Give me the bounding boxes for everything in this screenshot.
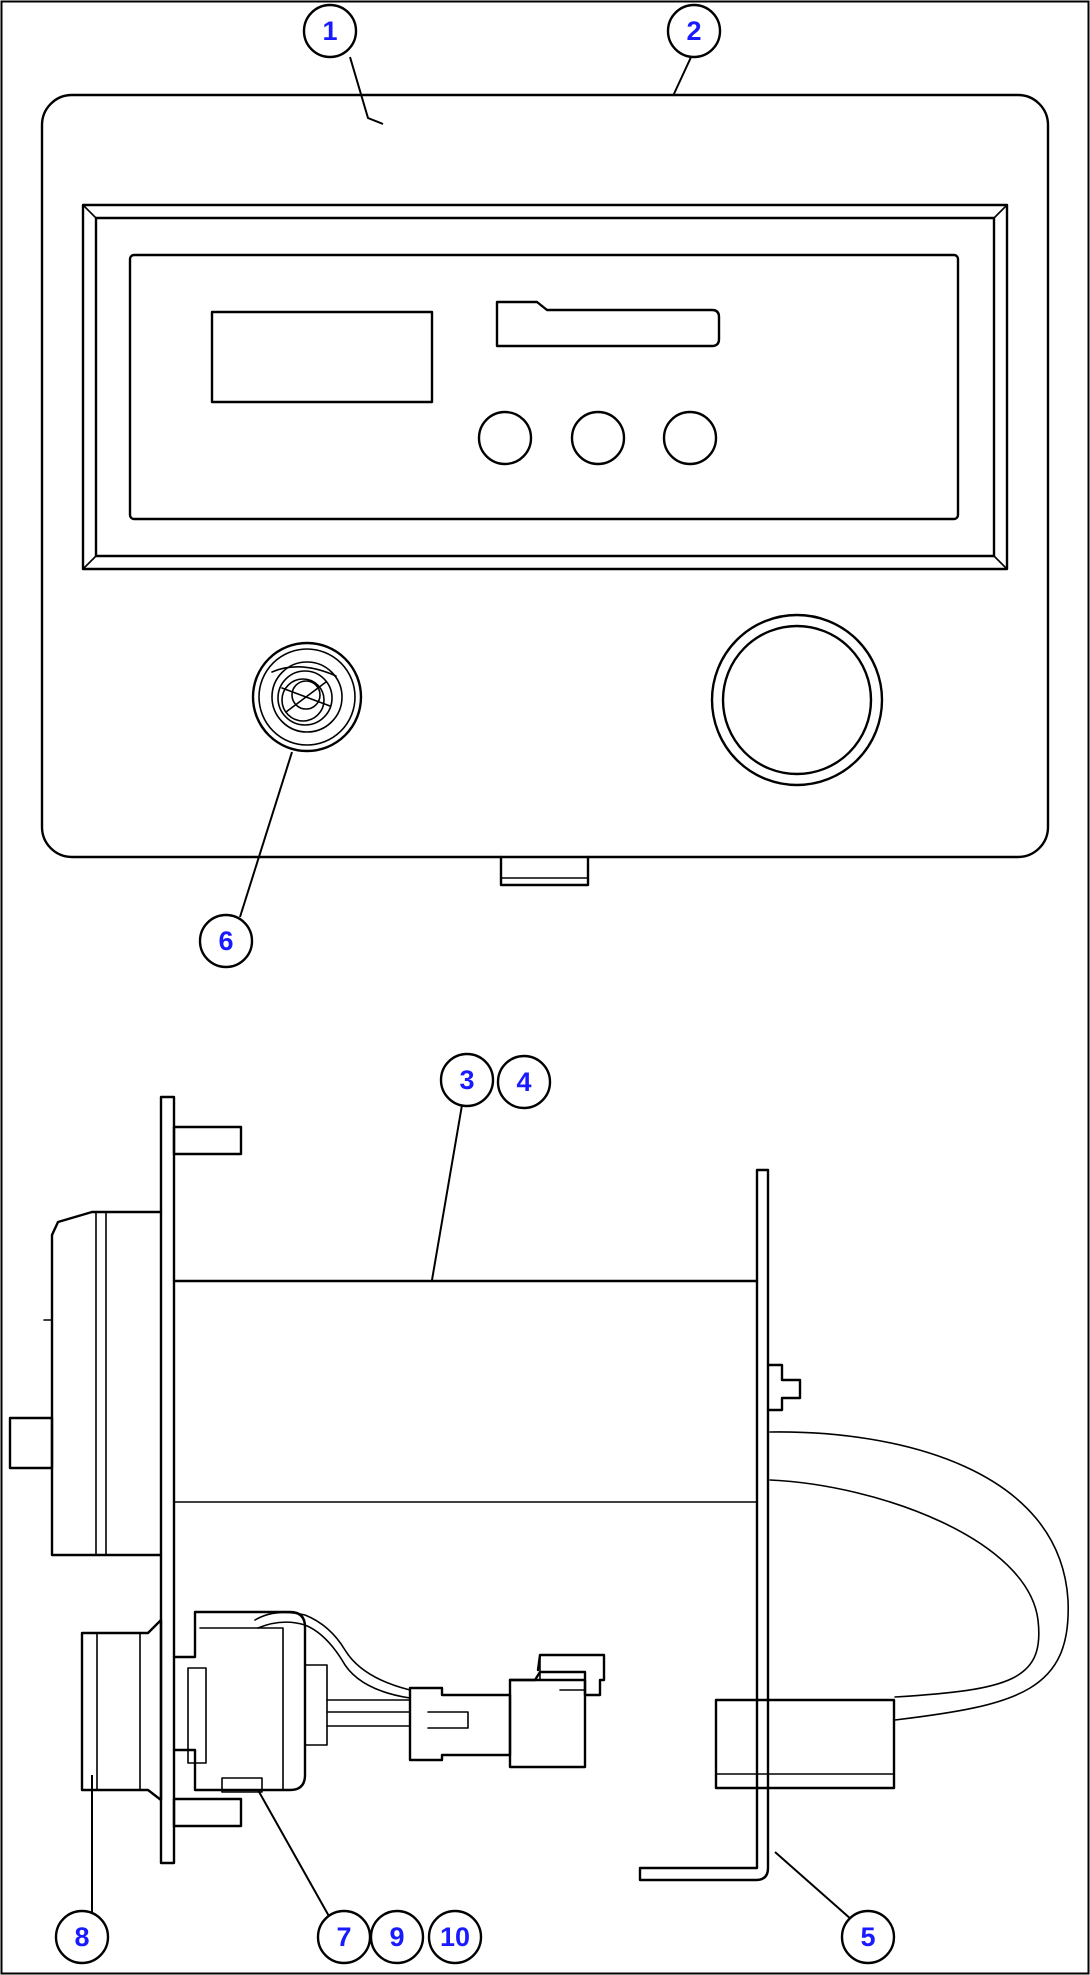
front-view-panel <box>40 93 1050 887</box>
callout-4: 4 <box>496 1054 552 1110</box>
callout-3: 3 <box>439 1052 495 1108</box>
leader-6 <box>239 751 293 918</box>
right-nut <box>766 1363 802 1412</box>
right-bracket <box>638 1168 770 1882</box>
callout-2-label: 2 <box>686 16 701 46</box>
key-switch <box>251 641 363 753</box>
display-screen <box>210 310 434 404</box>
callout-4-label: 4 <box>516 1067 531 1097</box>
leader-5 <box>774 1851 853 1921</box>
side-view-assembly <box>8 1095 1069 1882</box>
callout-1-label: 1 <box>322 16 337 46</box>
callout-8-label: 8 <box>74 1922 89 1952</box>
key-switch-side <box>80 1618 163 1802</box>
callout-6: 6 <box>198 913 254 969</box>
harness-connector <box>714 1698 896 1790</box>
display-bezel-outer <box>81 203 1009 571</box>
callout-10: 10 <box>427 1909 483 1965</box>
left-bezel-profile <box>8 1210 163 1557</box>
leader-2 <box>672 54 693 97</box>
callout-2: 2 <box>666 3 722 59</box>
harness-loop <box>714 1431 1069 1790</box>
pigtail-connector <box>408 1653 606 1769</box>
callout-7: 7 <box>316 1909 372 1965</box>
callout-10-label: 10 <box>440 1922 470 1952</box>
callout-9: 9 <box>369 1909 425 1965</box>
panel-bottom-tab <box>499 855 590 887</box>
leader-3-4 <box>431 1104 463 1281</box>
callout-3-label: 3 <box>459 1065 474 1095</box>
callout-1: 1 <box>302 3 358 59</box>
leader-7 <box>257 1789 331 1919</box>
display-bezel-inner <box>94 216 996 558</box>
display-button-1 <box>477 410 533 466</box>
wire-harness <box>254 1611 411 1727</box>
upper-stud <box>172 1125 243 1156</box>
card-slot <box>495 300 721 348</box>
lower-stud <box>172 1797 243 1828</box>
left-mounting-plate <box>159 1095 176 1865</box>
callout-5-label: 5 <box>860 1922 875 1952</box>
callout-7-label: 7 <box>336 1922 351 1952</box>
callout-8: 8 <box>54 1909 110 1965</box>
callout-5: 5 <box>840 1909 896 1965</box>
display-button-3 <box>662 410 718 466</box>
display-button-2 <box>570 410 626 466</box>
leader-1 <box>349 56 384 125</box>
callout-6-label: 6 <box>218 926 233 956</box>
callout-9-label: 9 <box>389 1922 404 1952</box>
switch-connector-housing <box>172 1610 328 1793</box>
display-module <box>128 253 960 521</box>
panel-face <box>40 93 1050 859</box>
round-gauge <box>710 613 884 787</box>
